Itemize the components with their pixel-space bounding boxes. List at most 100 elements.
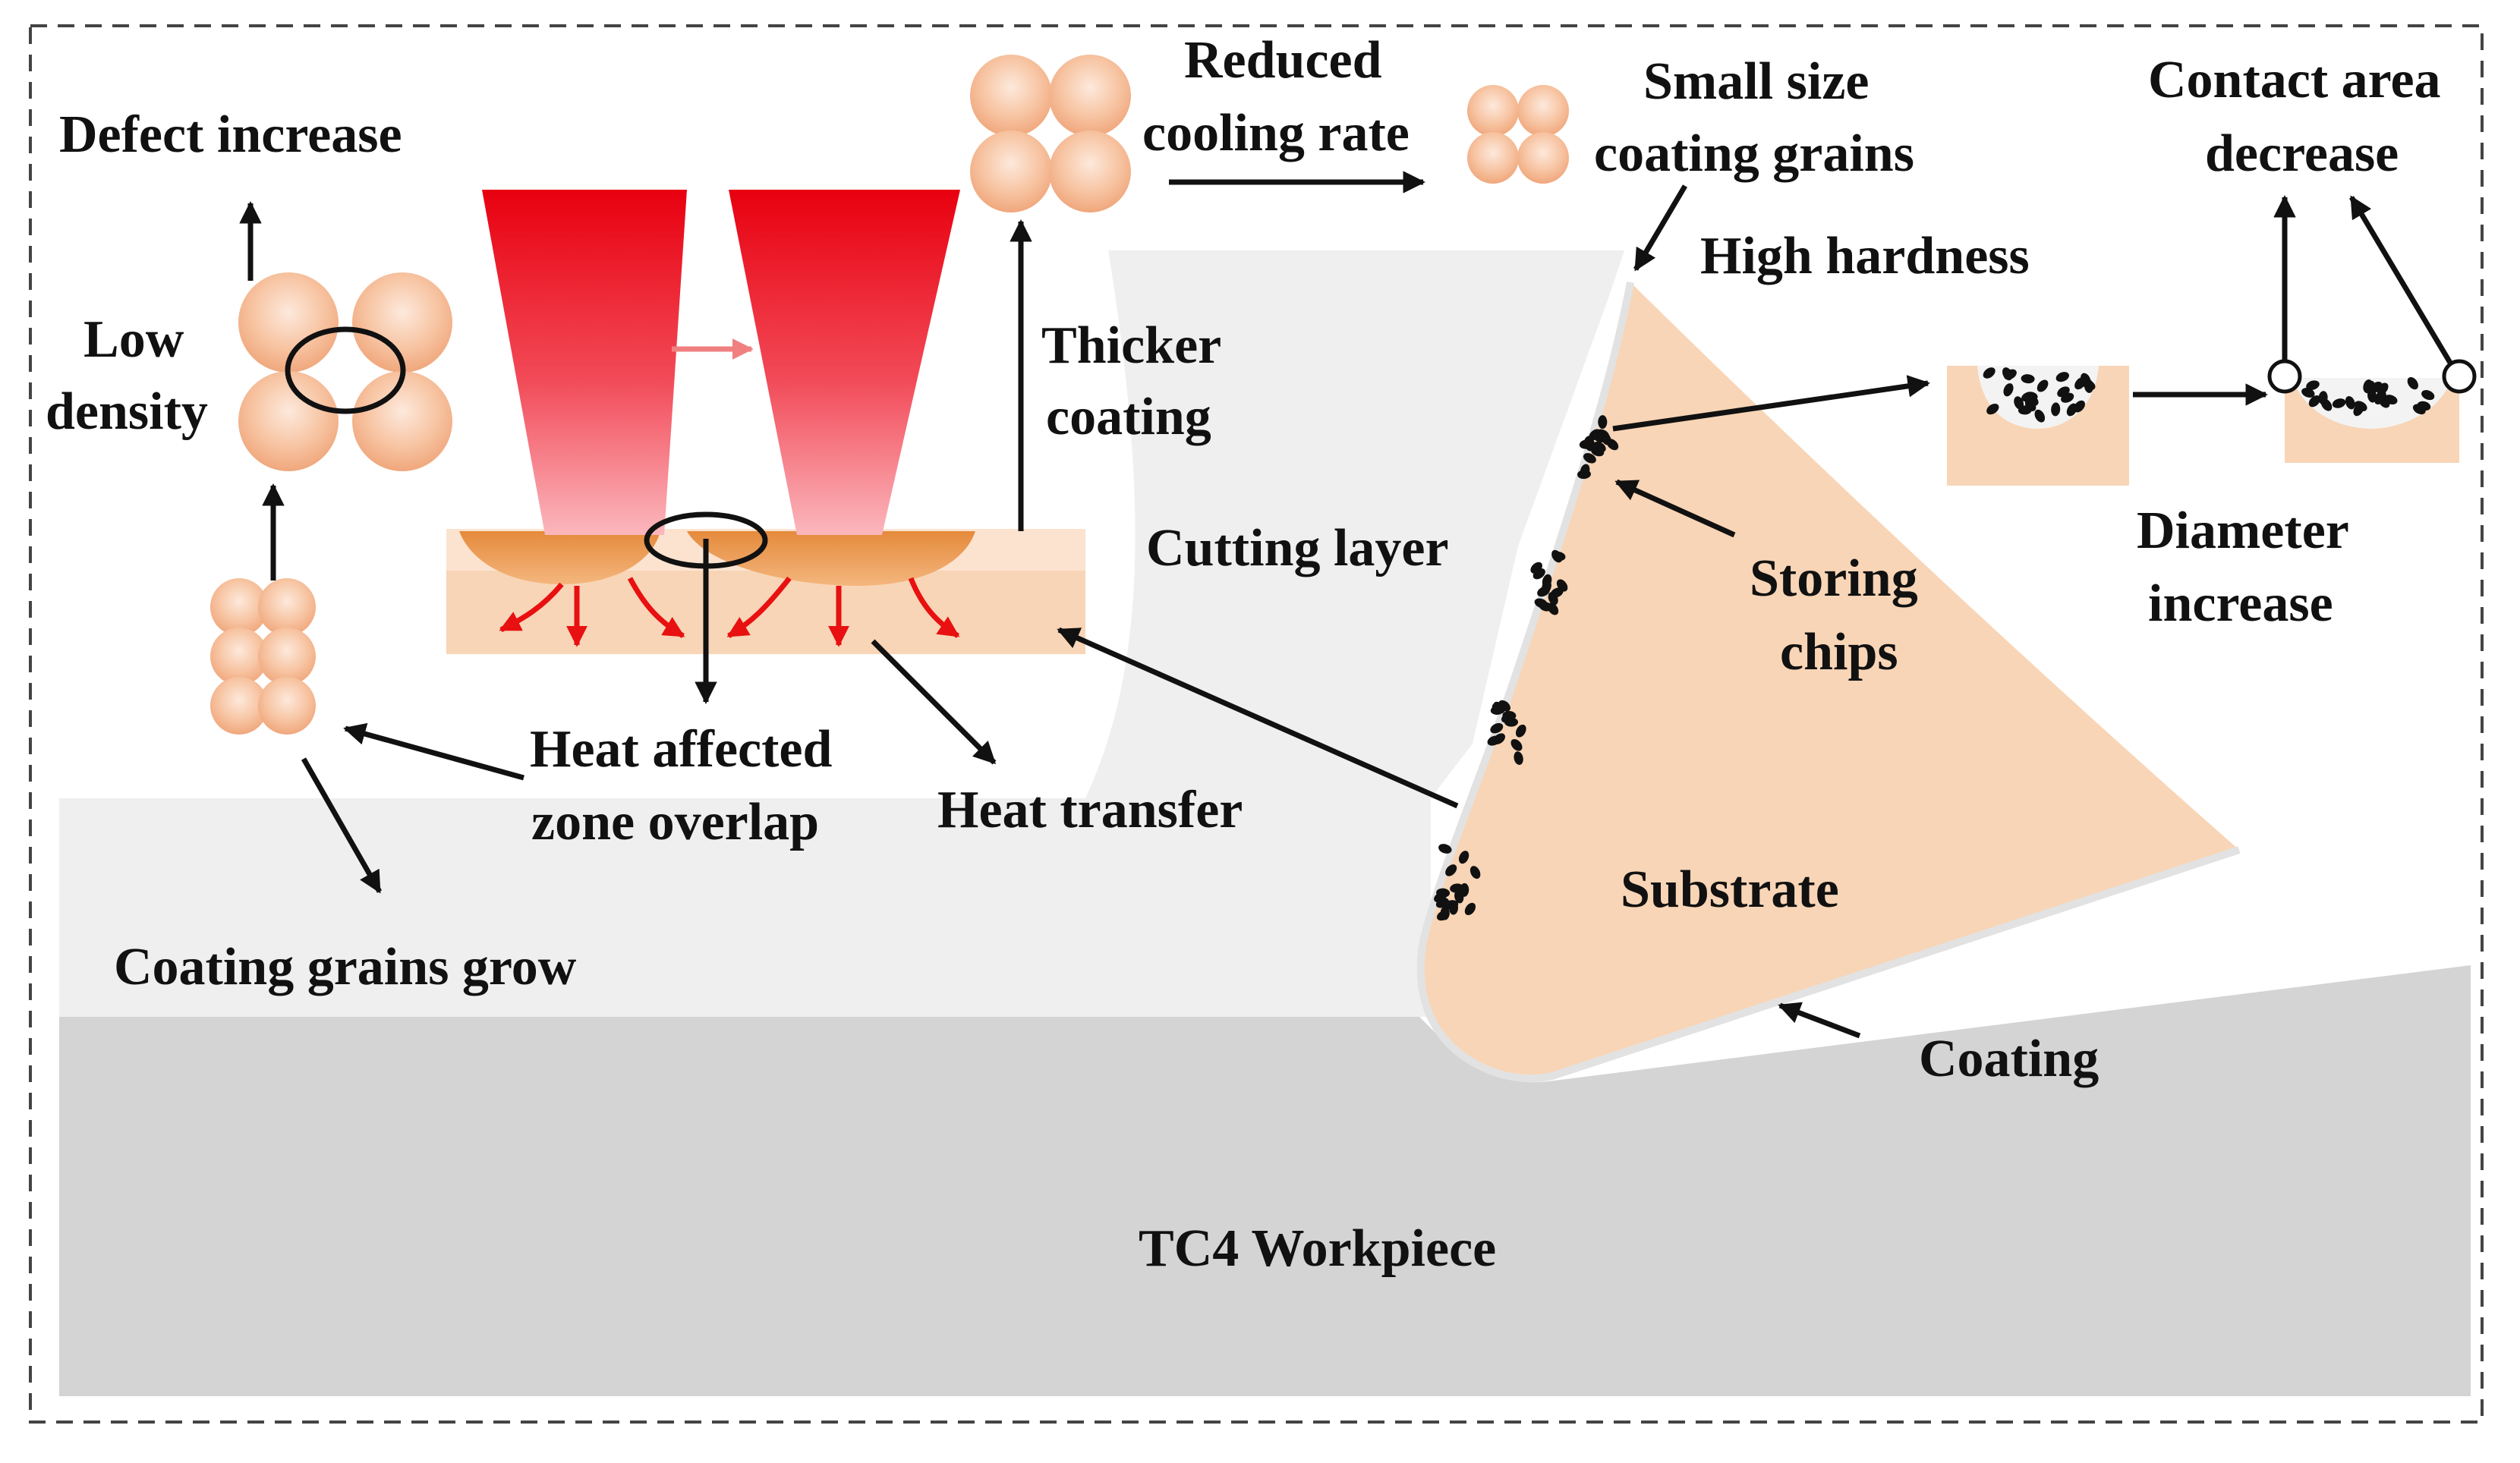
- arrow-heat-transfer: [871, 639, 997, 765]
- chip-dot: [1515, 724, 1526, 738]
- chip-dot: [2384, 395, 2398, 405]
- chip-dot: [2002, 367, 2013, 381]
- chip-dot: [2417, 401, 2431, 411]
- arrow-grains-grow: [301, 757, 383, 894]
- label-cutting-layer: Cutting layer: [1146, 519, 1449, 577]
- chip-dot: [1550, 587, 1564, 598]
- label-workpiece: TC4 Workpiece: [1139, 1219, 1496, 1278]
- gap-ellipse: [285, 326, 406, 414]
- chip-dot: [2301, 388, 2315, 398]
- chip-dot: [1454, 889, 1464, 904]
- chip-dot: [1493, 701, 1505, 714]
- chip-dot: [1434, 892, 1447, 903]
- chip-dot: [1493, 733, 1505, 744]
- chip-dot: [1583, 436, 1593, 450]
- chip-dot: [2021, 392, 2035, 402]
- chip-dot: [2345, 395, 2355, 410]
- cutting-layer-band: [59, 798, 1431, 1017]
- chip-dot: [2003, 383, 2014, 397]
- chip-dot: [2308, 395, 2321, 407]
- grain-stack: [210, 578, 316, 735]
- chip-dot: [1532, 568, 1545, 580]
- chip-dot: [1450, 883, 1464, 893]
- chip-storage-inset-2: [2267, 334, 2477, 463]
- arrow-coating: [1778, 1002, 1861, 1039]
- label-high-hardness: High hardness: [1700, 227, 2030, 285]
- melt-pool-left: [459, 531, 660, 584]
- chip-dot: [1983, 367, 1996, 379]
- chip-dot: [2367, 389, 2377, 403]
- chip-dot: [1986, 403, 1999, 415]
- chip-cluster-4: [1434, 844, 1481, 921]
- label-reduced: Reduced: [1184, 31, 1382, 90]
- chip-dot: [1490, 722, 1504, 734]
- label-substrate: Substrate: [1621, 860, 1839, 919]
- chip-dot: [1458, 851, 1469, 864]
- label-zone-overlap: zone overlap: [531, 793, 819, 851]
- chip-cluster-1: [1577, 415, 1619, 480]
- chip-dot: [1593, 442, 1606, 452]
- grain-cluster-large: [970, 55, 1131, 212]
- label-coating-word: coating: [1046, 388, 1211, 446]
- chip-dot: [1448, 901, 1459, 915]
- label-coating: Coating: [1919, 1030, 2099, 1088]
- arrow-contact-area-2: [2348, 195, 2453, 364]
- heat-flow-arrows: [499, 576, 960, 647]
- chip-dot: [2377, 382, 2389, 395]
- arrow-storing-chips: [1614, 479, 1736, 538]
- chip-dot: [2055, 372, 2069, 382]
- chip-dot: [2332, 398, 2346, 408]
- laser-beam-left: [482, 190, 687, 535]
- grain-cluster-small: [1467, 85, 1569, 184]
- chip-dot: [1551, 551, 1566, 562]
- label-increase: increase: [2148, 574, 2333, 633]
- chip-dot: [1469, 866, 1481, 879]
- chip-dot: [1510, 738, 1523, 751]
- label-diameter: Diameter: [2137, 502, 2349, 560]
- label-heat-transfer: Heat transfer: [937, 781, 1243, 839]
- chip-dot: [1583, 453, 1596, 464]
- chip-dot: [1539, 602, 1553, 612]
- chip-dot: [2354, 401, 2367, 412]
- chip-dot: [1464, 902, 1476, 916]
- chip-dot: [2306, 380, 2320, 391]
- arrow-to-coating-block: [1057, 627, 1459, 809]
- label-low: Low: [83, 310, 184, 369]
- chip-dot: [1598, 415, 1608, 429]
- arrow-small-grains: [1633, 184, 1688, 272]
- chip-dot: [2034, 409, 2046, 423]
- label-storing: Storing: [1750, 549, 1918, 608]
- chip-dot: [2407, 376, 2418, 390]
- melt-pool-right: [687, 531, 975, 586]
- chip-dot: [1601, 432, 1611, 445]
- chip-cluster-3: [1487, 700, 1526, 765]
- arrows: [239, 171, 2453, 1039]
- chip-storage-inset-1: [1947, 311, 2129, 486]
- chip-dot: [1438, 844, 1452, 854]
- workpiece-block: [59, 965, 2471, 1396]
- chip-dot: [2057, 386, 2070, 398]
- label-coating-grains: coating grains: [1594, 124, 1914, 183]
- label-decrease: decrease: [2205, 124, 2399, 183]
- cutting-layer-wedge: [1085, 250, 1624, 798]
- chip-dot: [2021, 374, 2035, 384]
- chip-dot: [2318, 391, 2328, 405]
- chip-cluster-2: [1530, 549, 1568, 615]
- dashed-frame: [29, 24, 2484, 1424]
- chip-dot: [2051, 402, 2061, 417]
- chip-dot: [2014, 396, 2024, 410]
- chip-dot: [1440, 906, 1450, 920]
- label-thicker: Thicker: [1041, 316, 1221, 375]
- chip-dot: [1502, 710, 1517, 721]
- label-coating-grains-grow: Coating grains grow: [114, 938, 577, 996]
- chip-dot: [1577, 470, 1591, 480]
- laser-beam-right: [729, 190, 960, 535]
- arrow-to-grain-stack: [343, 722, 524, 781]
- chip-dot: [2036, 379, 2049, 392]
- chip-dot: [1445, 864, 1457, 876]
- chip-dot: [2421, 390, 2435, 401]
- arrow-chips-to-inset: [1612, 375, 1930, 432]
- label-cooling-rate: cooling rate: [1142, 104, 1410, 162]
